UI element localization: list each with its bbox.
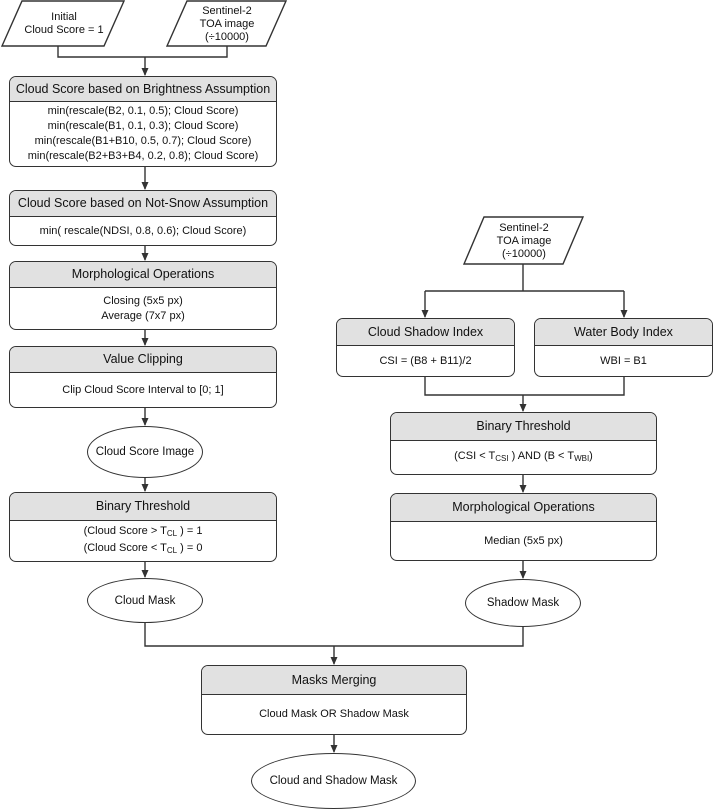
shadow-mask-ellipse: Shadow Mask bbox=[465, 579, 581, 627]
binary-right-title: Binary Threshold bbox=[391, 413, 656, 441]
masks-merging-line-1: Cloud Mask OR Shadow Mask bbox=[259, 708, 409, 720]
sentinel-right-line-3: (÷10000) bbox=[502, 247, 546, 260]
brightness-line-3: min(rescale(B1+B10, 0.5, 0.7); Cloud Sco… bbox=[34, 135, 252, 147]
csi-formula: CSI = (B8 + B11)/2 bbox=[379, 354, 472, 367]
cloud-and-shadow-mask-ellipse: Cloud and Shadow Mask bbox=[251, 753, 416, 809]
brightness-line-4: min(rescale(B2+B3+B4, 0.2, 0.8); Cloud S… bbox=[27, 150, 259, 162]
not-snow-assumption-box: Cloud Score based on Not-Snow Assumption… bbox=[9, 190, 277, 246]
brightness-title: Cloud Score based on Brightness Assumpti… bbox=[10, 77, 276, 102]
binary-threshold-left-box: Binary Threshold (Cloud Score > TCL ) = … bbox=[9, 492, 277, 562]
water-body-index-box: Water Body Index WBI = B1 bbox=[534, 318, 713, 377]
initial-line-1: Initial bbox=[51, 11, 77, 23]
value-clipping-box: Value Clipping Clip Cloud Score Interval… bbox=[9, 346, 277, 408]
morph-right-title: Morphological Operations bbox=[391, 494, 656, 522]
binary-threshold-right-box: Binary Threshold (CSI < TCSI ) AND (B < … bbox=[390, 412, 657, 475]
sentinel2-left-label: Sentinel-2 TOA image (÷10000) bbox=[175, 2, 279, 46]
morph-left-line-2: Average (7x7 px) bbox=[101, 309, 185, 322]
masks-merging-box: Masks Merging Cloud Mask OR Shadow Mask bbox=[201, 665, 467, 735]
shadow-mask-label: Shadow Mask bbox=[486, 597, 560, 609]
binary-left-line-1: (Cloud Score > TCL ) = 1 bbox=[83, 525, 203, 538]
brightness-line-1: min(rescale(B2, 0.1, 0.5); Cloud Score) bbox=[47, 105, 239, 117]
sentinel2-right-label: Sentinel-2 TOA image (÷10000) bbox=[472, 218, 576, 264]
morph-left-title: Morphological Operations bbox=[10, 262, 276, 288]
initial-cloud-score-label: Initial Cloud Score = 1 bbox=[12, 2, 116, 46]
morph-right-line-1: Median (5x5 px) bbox=[484, 534, 563, 547]
csi-title: Cloud Shadow Index bbox=[337, 319, 514, 346]
sentinel-left-line-3: (÷10000) bbox=[205, 30, 249, 43]
sentinel2-input-left bbox=[165, 0, 288, 47]
morphological-operations-right-box: Morphological Operations Median (5x5 px) bbox=[390, 493, 657, 561]
sentinel2-input-right bbox=[462, 216, 585, 265]
not-snow-title: Cloud Score based on Not-Snow Assumption bbox=[10, 191, 276, 217]
brightness-assumption-box: Cloud Score based on Brightness Assumpti… bbox=[9, 76, 277, 167]
cloud-score-image-label: Cloud Score Image bbox=[95, 446, 195, 458]
final-output-label: Cloud and Shadow Mask bbox=[269, 775, 398, 787]
value-clipping-title: Value Clipping bbox=[10, 347, 276, 373]
not-snow-line-1: min( rescale(NDSI, 0.8, 0.6); Cloud Scor… bbox=[39, 224, 247, 237]
wbi-title: Water Body Index bbox=[535, 319, 712, 346]
morph-left-line-1: Closing (5x5 px) bbox=[103, 294, 183, 307]
binary-right-line-1: (CSI < TCSI ) AND (B < TWBI) bbox=[454, 450, 593, 463]
brightness-line-2: min(rescale(B1, 0.1, 0.3); Cloud Score) bbox=[47, 120, 239, 132]
sentinel-right-line-2: TOA image bbox=[496, 234, 552, 247]
cloud-mask-label: Cloud Mask bbox=[114, 594, 176, 607]
cloud-score-image-ellipse: Cloud Score Image bbox=[87, 426, 203, 478]
wbi-formula: WBI = B1 bbox=[600, 354, 647, 367]
binary-left-line-2: (Cloud Score < TCL ) = 0 bbox=[83, 542, 203, 555]
binary-left-title: Binary Threshold bbox=[10, 493, 276, 521]
sentinel-left-line-2: TOA image bbox=[199, 17, 255, 30]
morphological-operations-left-box: Morphological Operations Closing (5x5 px… bbox=[9, 261, 277, 330]
masks-merging-title: Masks Merging bbox=[202, 666, 466, 695]
cloud-mask-ellipse: Cloud Mask bbox=[87, 578, 203, 623]
initial-line-2: Cloud Score = 1 bbox=[24, 24, 104, 36]
cloud-shadow-index-box: Cloud Shadow Index CSI = (B8 + B11)/2 bbox=[336, 318, 515, 377]
initial-cloud-score-input bbox=[0, 0, 126, 47]
sentinel-right-line-1: Sentinel-2 bbox=[499, 221, 549, 234]
sentinel-left-line-1: Sentinel-2 bbox=[202, 4, 252, 17]
value-clipping-line-1: Clip Cloud Score Interval to [0; 1] bbox=[62, 383, 224, 396]
